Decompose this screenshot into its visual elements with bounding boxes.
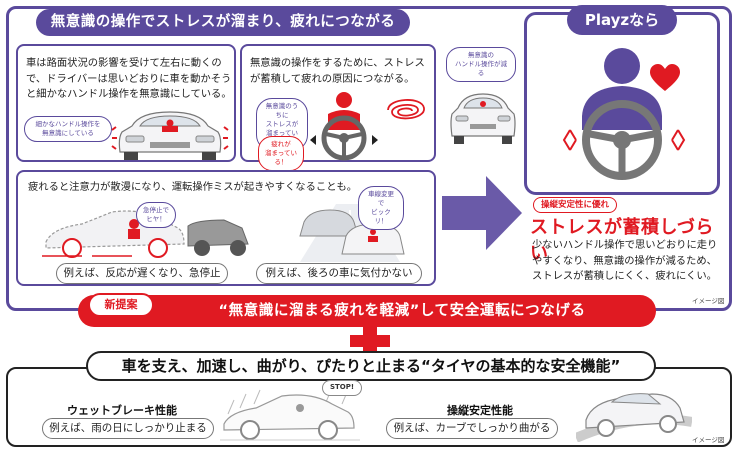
low-stress-headline: ストレスが蓄積しづらい [530,217,714,264]
panel-road-influence: 車は路面状況の影響を受けて左右に動くの で、ドライバーは思いどおりに車を動かそう… [16,44,236,162]
wet-brake-heading: ウェットブレーキ性能 [67,404,177,417]
bubble-lane-change: 車線変更で ビックリ！ [358,186,404,230]
stop-sign-bubble: STOP! [322,380,362,396]
bottom-section-title: 車を支え、加速し、曲がり、ぴたりと止まる“タイヤの基本的な安全機能” [86,351,656,381]
lane-change-illustration [299,204,405,262]
panel-road-text: 車は路面状況の影響を受けて左右に動くの で、ドライバーは思いどおりに車を動かそう… [26,57,232,100]
image-note-bottom: イメージ図 [692,436,725,444]
wet-brake-car-illustration [220,387,360,441]
panel-attention-text: 疲れると注意力が散漫になり、運転操作ミスが起きやすくなることも。 [28,181,358,193]
top-section-title: 無意識の操作でストレスが溜まり、疲れにつながる [36,9,410,36]
playz-title: Playzなら [567,5,677,35]
image-note-top: イメージ図 [692,297,725,305]
playz-car-illustration [450,93,516,144]
driver-steering-illustration [310,92,378,161]
panel-stress-text: 無意識の操作をするために、ストレス が蓄積して疲れの原因につながる。 [250,57,425,85]
bubble-less-steering: 無意識の ハンドル操作が減る [446,47,516,82]
handling-caption: 例えば、カーブでしっかり曲がる [386,418,558,439]
relaxed-driver-illustration [562,48,686,180]
bubble-sudden-stop: 急停止で ヒヤ！ [136,202,176,228]
wet-brake-caption: 例えば、雨の日にしっかり止まる [42,418,214,439]
handling-car-illustration [576,393,692,442]
stress-scribble-icon [387,99,425,120]
handling-heading: 操縦安定性能 [447,404,513,417]
stability-badge: 操縦安定性に優れ [533,197,617,213]
panel-stress-accumulate: 無意識の操作をするために、ストレス が蓄積して疲れの原因につながる。 無意識のう… [240,44,436,171]
panel-attention-loss: 疲れると注意力が散漫になり、運転操作ミスが起きやすくなることも。 急停止で ヒヤ… [16,170,436,286]
plus-icon-bar [350,335,390,347]
car-front-illustration [111,111,229,160]
new-proposal-tag: 新提案 [88,293,154,317]
right-arrow-icon [442,176,522,250]
playz-description: 少ないハンドル操作で思いどおりに走り やすくなり、無意識の操作が減るため、 スト… [532,239,718,282]
caption-slow-reaction: 例えば、反応が遅くなり、急停止 [56,263,228,284]
heart-icon [650,64,680,91]
caption-missed-car: 例えば、後ろの車に気付かない [256,263,422,284]
bubble-fine-steering: 細かなハンドル操作を 無意識にしている [24,116,112,142]
proposal-bar: “無意識に溜まる疲れを軽減”して安全運転につなげる [78,295,656,327]
bubble-fatigue: 疲れが 溜まっている！ [258,136,304,171]
